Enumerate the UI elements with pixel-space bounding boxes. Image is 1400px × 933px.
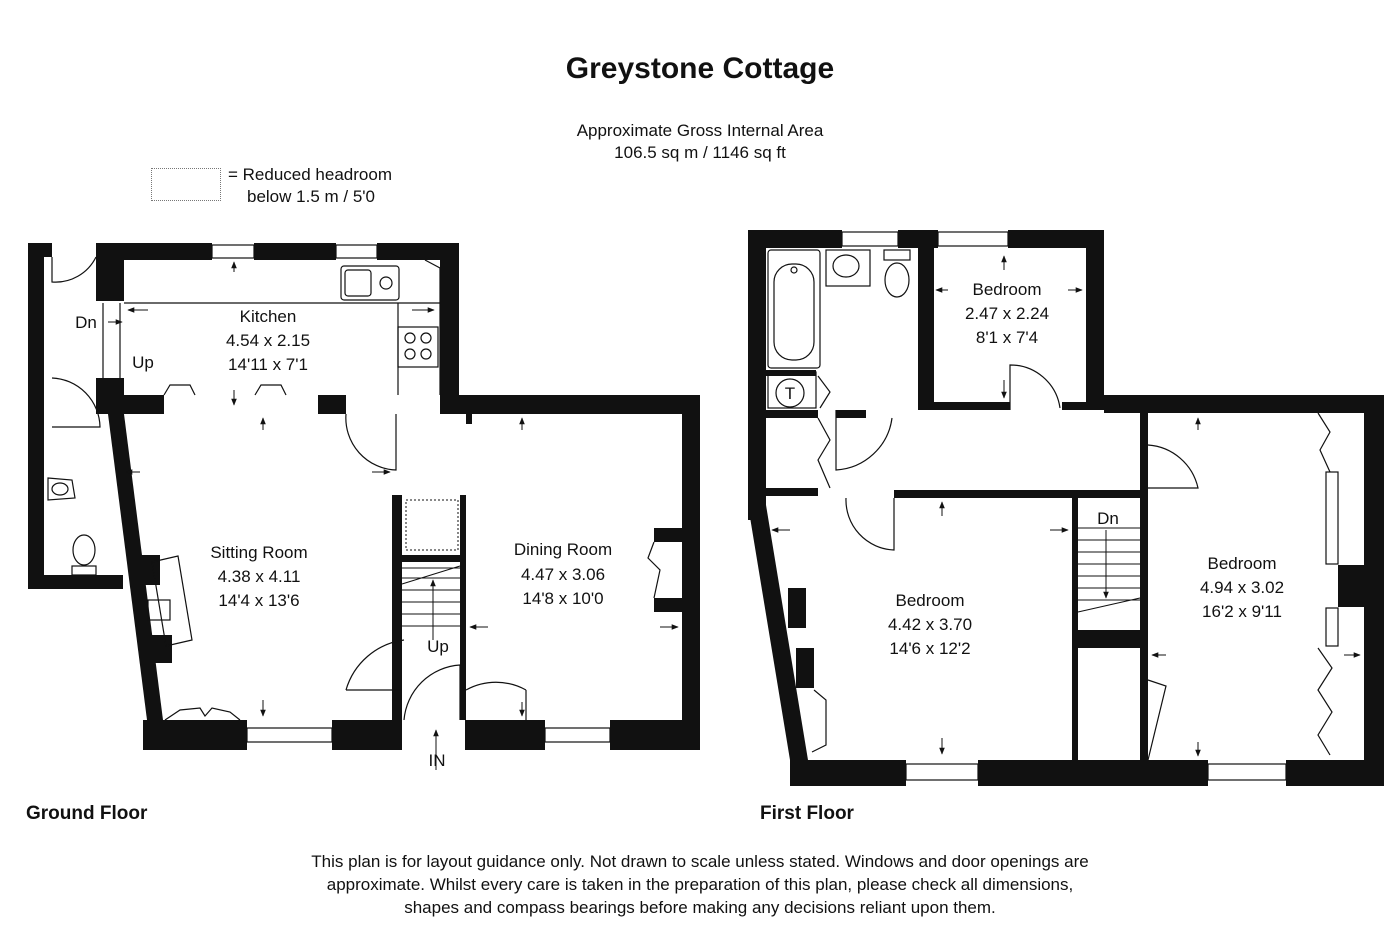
stairs-up-marker: Up <box>427 637 449 656</box>
ground-room-labels: Kitchen 4.54 x 2.15 14'11 x 7'1 Sitting … <box>75 307 612 770</box>
reduced-headroom-swatch <box>151 168 221 201</box>
sitting-room-name: Sitting Room <box>210 543 307 562</box>
first-dimension-arrows <box>771 255 1361 757</box>
sitting-room-metric: 4.38 x 4.11 <box>218 567 301 586</box>
main-walls <box>108 395 700 750</box>
page-title: Greystone Cottage <box>565 52 835 85</box>
ground-dimension-arrows <box>108 261 679 770</box>
sitting-room-imperial: 14'4 x 13'6 <box>218 591 299 610</box>
kitchen-fittings <box>102 259 441 396</box>
bedroom-large-metric: 4.94 x 3.02 <box>1200 578 1284 597</box>
legend-line-2: below 1.5 m / 5'0 <box>247 187 375 206</box>
legend-line-1: = Reduced headroom <box>228 165 392 184</box>
disclaimer-line-3: shapes and compass bearings before makin… <box>404 898 996 917</box>
disclaimer: This plan is for layout guidance only. N… <box>0 850 1400 919</box>
area-value: 106.5 sq m / 1146 sq ft <box>614 143 786 162</box>
first-walls <box>748 230 1384 786</box>
first-room-labels: Bedroom 2.47 x 2.24 8'1 x 7'4 Bedroom 4.… <box>785 280 1284 658</box>
bedroom-large-name: Bedroom <box>1208 554 1277 573</box>
first-stairs <box>1077 527 1141 613</box>
disclaimer-line-2: approximate. Whilst every care is taken … <box>326 875 1074 894</box>
wc-fittings <box>47 477 193 647</box>
gross-internal-area: Approximate Gross Internal Area 106.5 sq… <box>0 120 1400 164</box>
bedroom-small-imperial: 8'1 x 7'4 <box>976 328 1038 347</box>
tank-marker: T <box>785 384 795 403</box>
area-caption: Approximate Gross Internal Area <box>576 121 824 140</box>
legend: = Reduced headroom below 1.5 m / 5'0 <box>228 164 392 208</box>
ground-floor-plan: Kitchen 4.54 x 2.15 14'11 x 7'1 Sitting … <box>28 243 700 770</box>
entrance-marker: IN <box>429 751 446 770</box>
dining-room-metric: 4.47 x 3.06 <box>521 565 605 584</box>
dining-room-imperial: 14'8 x 10'0 <box>522 589 603 608</box>
disclaimer-line-1: This plan is for layout guidance only. N… <box>311 852 1089 871</box>
ground-doors <box>51 256 661 721</box>
bedroom-front-name: Bedroom <box>896 591 965 610</box>
bedroom-small-metric: 2.47 x 2.24 <box>965 304 1049 323</box>
wc-walls <box>28 243 123 589</box>
ground-stairs <box>401 499 461 640</box>
first-floor-label: First Floor <box>760 803 854 824</box>
ground-windows <box>211 244 611 743</box>
ground-floor-label: Ground Floor <box>26 803 148 824</box>
kitchen-metric: 4.54 x 2.15 <box>226 331 310 350</box>
bathroom-fittings <box>767 249 911 409</box>
dn-marker: Dn <box>75 313 97 332</box>
bedroom-front-metric: 4.42 x 3.70 <box>888 615 972 634</box>
kitchen-walls <box>96 243 700 424</box>
bedroom-large-imperial: 16'2 x 9'11 <box>1202 602 1282 621</box>
bedroom-small-name: Bedroom <box>973 280 1042 299</box>
dining-room-name: Dining Room <box>514 540 612 559</box>
first-doors <box>811 364 1339 761</box>
first-dn-marker: Dn <box>1097 509 1119 528</box>
first-windows <box>841 231 1287 781</box>
kitchen-up-marker: Up <box>132 353 154 372</box>
kitchen-imperial: 14'11 x 7'1 <box>228 355 308 374</box>
kitchen-name: Kitchen <box>240 307 297 326</box>
bedroom-front-imperial: 14'6 x 12'2 <box>889 639 970 658</box>
first-floor-plan: Bedroom 2.47 x 2.24 8'1 x 7'4 Bedroom 4.… <box>748 230 1384 786</box>
